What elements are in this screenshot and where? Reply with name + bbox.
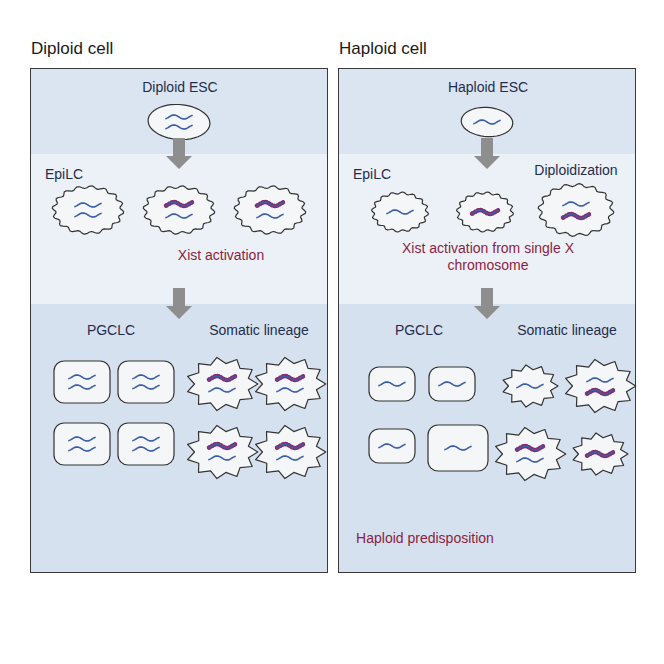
stage-label: EpiLC	[353, 166, 391, 183]
x-chromosome	[517, 384, 543, 388]
xist-coat	[166, 202, 192, 206]
x-chromosome	[75, 213, 101, 217]
pgclc-cell	[118, 361, 174, 403]
xist-coat	[209, 444, 235, 448]
x-chromosome	[133, 447, 159, 451]
x-chromosome	[133, 385, 159, 389]
xist-coat	[277, 376, 303, 380]
spiky-cell	[256, 425, 326, 478]
x-chromosome	[587, 452, 613, 456]
x-chromosome	[277, 456, 303, 460]
stage-label: Haploid ESC	[448, 79, 528, 96]
spiky-cell	[566, 359, 636, 412]
spiky-cell	[503, 365, 558, 407]
spiky-cell	[573, 433, 628, 475]
x-chromosome	[166, 125, 192, 129]
panel-heading: Haploid cell	[339, 39, 427, 59]
x-chromosome	[166, 115, 192, 119]
spiky-cell	[496, 427, 566, 480]
stage-label: Haploid predisposition	[356, 530, 494, 547]
x-chromosome	[563, 202, 589, 206]
x-chromosome	[166, 202, 192, 206]
epi-cell	[143, 186, 214, 234]
stage-label: PGCLC	[395, 322, 443, 339]
pgclc-cell	[369, 367, 415, 401]
stage-arrow	[474, 138, 500, 169]
esc-cell	[148, 105, 210, 140]
panel-heading: Diploid cell	[31, 39, 113, 59]
x-chromosome	[472, 210, 498, 214]
spiky-cell	[256, 357, 326, 410]
x-chromosome	[69, 375, 95, 379]
x-chromosome	[445, 446, 471, 450]
xist-coat	[277, 444, 303, 448]
epi-cell	[457, 192, 514, 232]
xist-coat	[587, 390, 613, 394]
x-chromosome	[517, 458, 543, 462]
xist-coat	[517, 446, 543, 450]
x-chromosome	[209, 444, 235, 448]
x-chromosome	[277, 444, 303, 448]
x-chromosome	[277, 388, 303, 392]
stage-label: EpiLC	[45, 166, 83, 183]
x-chromosome	[133, 437, 159, 441]
x-chromosome	[387, 210, 413, 214]
stage-arrow	[166, 138, 192, 169]
x-chromosome	[209, 388, 235, 392]
x-chromosome	[69, 447, 95, 451]
pgclc-cell	[118, 423, 174, 465]
stage-arrow	[166, 288, 192, 319]
x-chromosome	[587, 378, 613, 382]
x-chromosome	[379, 382, 405, 386]
x-chromosome	[133, 375, 159, 379]
x-chromosome	[69, 437, 95, 441]
x-chromosome	[257, 202, 283, 206]
x-chromosome	[439, 382, 465, 386]
stage-label: Xist activation from single X chromosome	[378, 240, 598, 274]
pgclc-cell	[428, 425, 488, 471]
epi-cell	[234, 186, 305, 234]
xist-coat	[209, 376, 235, 380]
epi-cell	[372, 192, 429, 232]
x-chromosome	[209, 376, 235, 380]
stage-label: Somatic lineage	[517, 322, 617, 339]
x-chromosome	[587, 390, 613, 394]
pgclc-cell	[369, 429, 415, 463]
x-chromosome	[474, 120, 500, 124]
stage-label: Somatic lineage	[209, 322, 309, 339]
xist-coat	[587, 452, 613, 456]
x-chromosome	[69, 385, 95, 389]
xist-coat	[563, 214, 589, 218]
stage-label: PGCLC	[87, 322, 135, 339]
esc-cell	[461, 107, 512, 136]
spiky-cell	[188, 425, 258, 478]
x-chromosome	[166, 214, 192, 218]
pgclc-cell	[54, 361, 110, 403]
x-chromosome	[209, 456, 235, 460]
spiky-cell	[188, 357, 258, 410]
stage-label: Diploid ESC	[142, 79, 217, 96]
pgclc-cell	[429, 367, 475, 401]
pgclc-cell	[54, 423, 110, 465]
epi-cell	[538, 184, 614, 237]
x-chromosome	[379, 444, 405, 448]
x-chromosome	[517, 446, 543, 450]
xist-coat	[257, 202, 283, 206]
xist-coat	[472, 210, 498, 214]
epi-cell	[52, 186, 123, 234]
x-chromosome	[75, 203, 101, 207]
x-chromosome	[277, 376, 303, 380]
x-chromosome	[563, 214, 589, 218]
x-chromosome	[257, 214, 283, 218]
stage-arrow	[474, 288, 500, 319]
stage-label: Xist activation	[178, 247, 264, 264]
stage-label: Diploidization	[534, 162, 617, 179]
